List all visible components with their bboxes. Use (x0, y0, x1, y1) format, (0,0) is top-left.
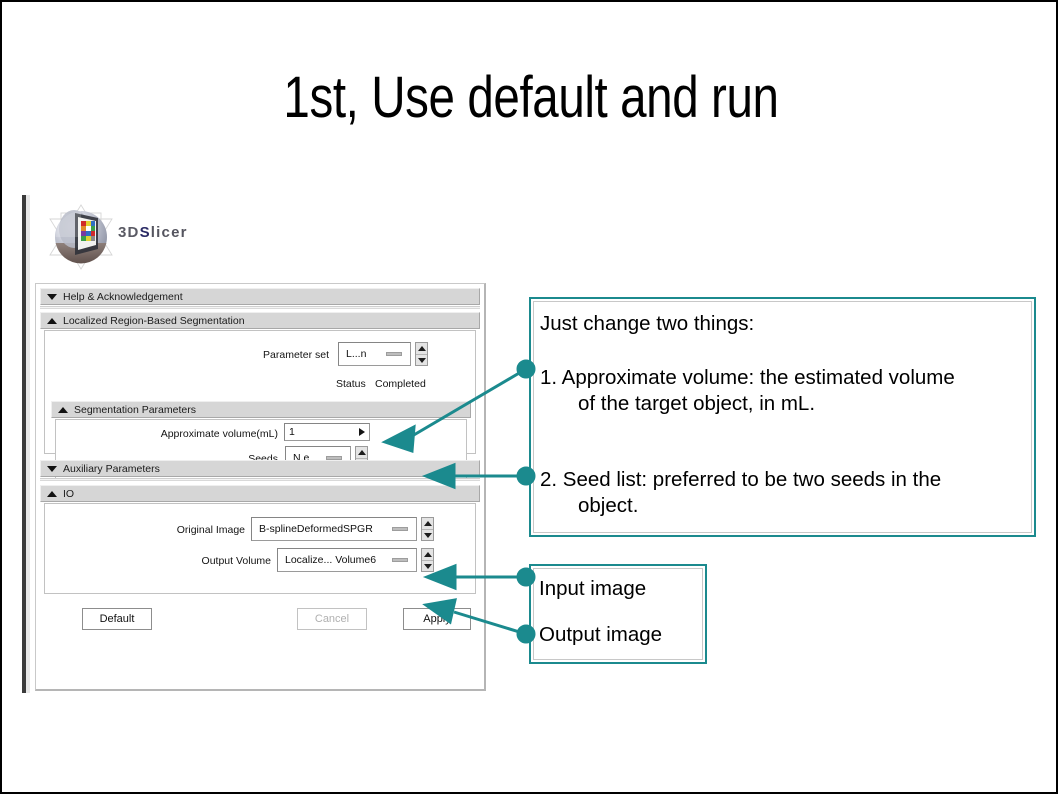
section-label-auxparams: Auxiliary Parameters (63, 463, 160, 475)
spinner-down-button[interactable] (422, 560, 433, 571)
spinner-down-button[interactable] (416, 354, 427, 365)
combo-handle-icon (392, 558, 408, 562)
chevron-up-icon (58, 407, 68, 413)
chevron-down-icon (47, 466, 57, 472)
section-label-io: IO (63, 488, 75, 500)
combo-handle-icon (392, 527, 408, 531)
section-header-segparams[interactable]: Segmentation Parameters (51, 401, 471, 418)
module-frame: Help & Acknowledgement Localized Region-… (35, 283, 486, 691)
spinner-up-button[interactable] (422, 549, 433, 560)
callout-box-instructions: Just change two things: 1. Approximate v… (529, 297, 1036, 537)
parameter-set-label: Parameter set (263, 349, 329, 361)
callout-heading: Just change two things: (540, 312, 755, 335)
spinner-down-button[interactable] (422, 529, 433, 540)
output-volume-value: Localize... Volume6 (285, 554, 377, 566)
combo-handle-icon (326, 456, 342, 460)
page-title: 1st, Use default and run (283, 65, 779, 130)
localized-section-body: Parameter set L...n Status Completed Seg… (44, 330, 476, 479)
io-section-body: Original Image B-splineDeformedSPGR Outp… (44, 503, 476, 594)
panel-left-edge (22, 195, 26, 693)
section-label-segparams: Segmentation Parameters (74, 404, 196, 416)
callout-output-image-label: Output image (539, 623, 663, 646)
approximate-volume-value: 1 (289, 426, 295, 438)
section-header-io[interactable]: IO (40, 485, 480, 502)
original-image-spinner[interactable] (421, 517, 434, 541)
callout-item-1-line-1: 1. Approximate volume: the estimated vol… (540, 366, 955, 389)
chevron-up-icon (47, 318, 57, 324)
default-button[interactable]: Default (82, 608, 152, 630)
spinner-up-button[interactable] (356, 447, 367, 458)
section-label-localized: Localized Region-Based Segmentation (63, 315, 245, 327)
section-header-auxparams[interactable]: Auxiliary Parameters (40, 460, 480, 477)
callout-input-image-label: Input image (539, 577, 647, 600)
callout-item-1-line-2: of the target object, in mL. (578, 392, 816, 415)
section-label-help: Help & Acknowledgement (63, 291, 183, 303)
callout-spacer (539, 601, 705, 622)
parameter-set-combo[interactable]: L...n (338, 342, 411, 366)
section-separator-1 (40, 306, 480, 309)
logo-text-s: S (139, 224, 151, 241)
logo-text-licer: licer (150, 224, 188, 241)
original-image-label: Original Image (176, 524, 245, 536)
callout-item-2-line-1: 2. Seed list: preferred to be two seeds … (540, 468, 942, 491)
section-header-help[interactable]: Help & Acknowledgement (40, 288, 480, 305)
slicer-globe-icon (49, 204, 113, 270)
approximate-volume-label: Approximate volume(mL) (160, 428, 278, 440)
approximate-volume-input[interactable]: 1 (284, 423, 370, 441)
chevron-down-icon (47, 294, 57, 300)
panel-left-gutter (26, 195, 30, 693)
combo-handle-icon (386, 352, 402, 356)
cancel-button[interactable]: Cancel (297, 608, 367, 630)
section-header-localized[interactable]: Localized Region-Based Segmentation (40, 312, 480, 329)
spinner-up-button[interactable] (416, 343, 427, 354)
original-image-combo[interactable]: B-splineDeformedSPGR (251, 517, 417, 541)
status-value: Completed (375, 378, 426, 390)
parameter-set-spinner[interactable] (415, 342, 428, 366)
status-label: Status (336, 378, 366, 390)
output-volume-combo[interactable]: Localize... Volume6 (277, 548, 417, 572)
callout-box-io: Input image Output image (529, 564, 707, 664)
output-volume-label: Output Volume (201, 555, 271, 567)
apply-button[interactable]: Apply (403, 608, 471, 630)
callout-item-2-line-2: object. (578, 494, 639, 517)
output-volume-spinner[interactable] (421, 548, 434, 572)
slicer-logo: 3DSlicer (36, 197, 476, 275)
increment-arrow-icon[interactable] (359, 428, 365, 436)
spinner-up-button[interactable] (422, 518, 433, 529)
logo-text-3d: 3D (118, 224, 140, 241)
chevron-up-icon (47, 491, 57, 497)
section-separator-2 (40, 478, 480, 481)
callout-spacer (540, 417, 1026, 467)
slicer-wordmark: 3DSlicer (118, 224, 188, 241)
slicer-screenshot-panel: 3DSlicer Help & Acknowledgement Localize… (22, 195, 486, 693)
original-image-value: B-splineDeformedSPGR (259, 523, 373, 535)
parameter-set-value: L...n (346, 348, 367, 360)
